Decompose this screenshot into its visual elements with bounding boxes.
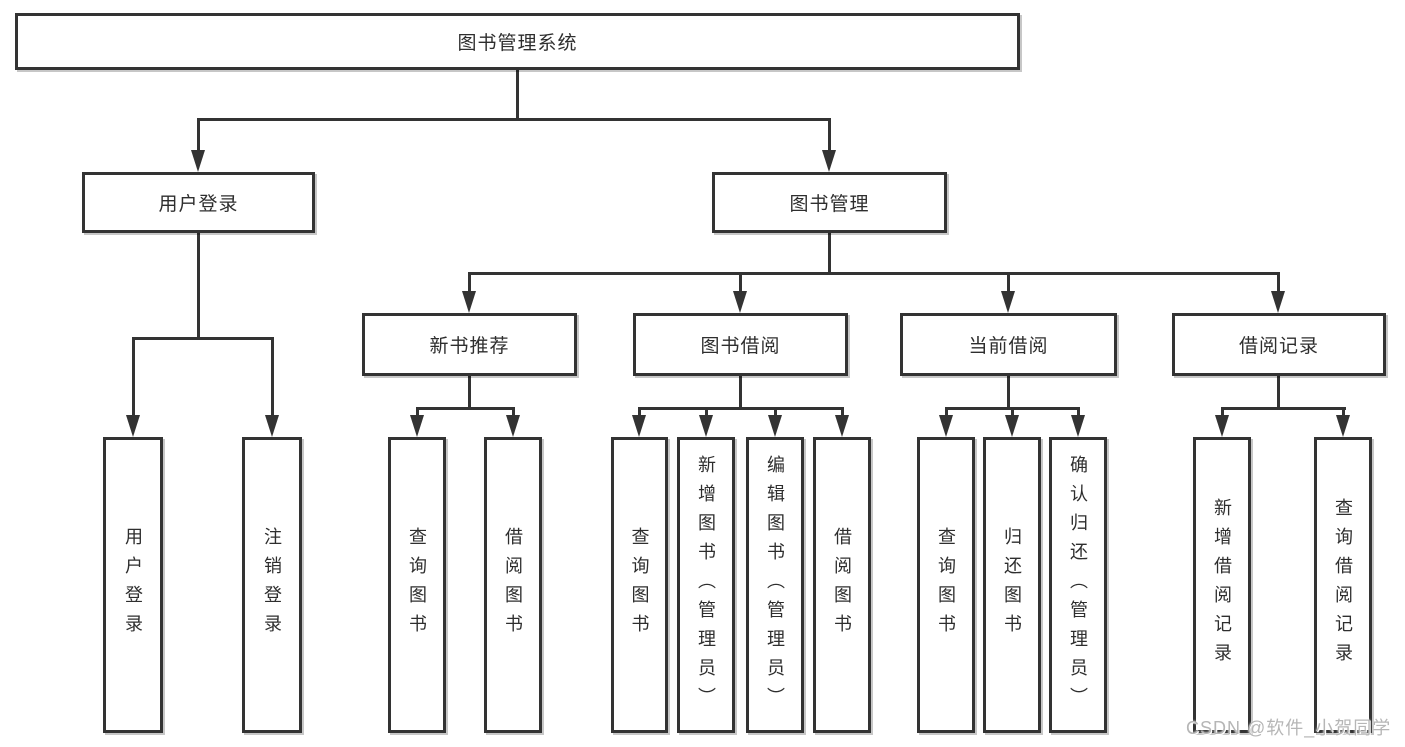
connector-line [1007, 376, 1010, 409]
leaf-borrow-edit-books-admin: 编辑图书（管理员） [746, 437, 804, 733]
connector-line [638, 407, 641, 417]
arrowhead-icon [733, 291, 747, 313]
connector-line [828, 118, 831, 152]
connector-line [1277, 272, 1280, 293]
csdn-watermark: CSDN @软件_小贺同学 [1186, 718, 1392, 738]
connector-line [1342, 407, 1345, 417]
node-book-borrow: 图书借阅 [633, 313, 848, 376]
connector-line [1221, 407, 1346, 410]
node-library-system: 图书管理系统 [15, 13, 1020, 70]
leaf-user-login: 用户登录 [103, 437, 163, 733]
leaf-logout: 注销登录 [242, 437, 302, 733]
node-current-borrow: 当前借阅 [900, 313, 1117, 376]
connector-line [1007, 272, 1010, 293]
arrowhead-icon [699, 415, 713, 437]
connector-line [197, 118, 831, 121]
arrowhead-icon [1005, 415, 1019, 437]
connector-line [638, 407, 844, 410]
connector-line [1221, 407, 1224, 417]
arrowhead-icon [835, 415, 849, 437]
leaf-borrow-borrow-books: 借阅图书 [813, 437, 871, 733]
connector-line [416, 407, 419, 417]
arrowhead-icon [462, 291, 476, 313]
arrowhead-icon [1001, 291, 1015, 313]
connector-line [468, 272, 471, 293]
arrowhead-icon [126, 415, 140, 437]
connector-line [468, 376, 471, 409]
arrowhead-icon [1271, 291, 1285, 313]
leaf-borrow-query-books: 查询图书 [611, 437, 668, 733]
node-borrow-records: 借阅记录 [1172, 313, 1386, 376]
connector-line [197, 233, 200, 339]
node-new-book-recommend: 新书推荐 [362, 313, 577, 376]
arrowhead-icon [506, 415, 520, 437]
connector-line [516, 70, 519, 120]
connector-line [468, 272, 1280, 275]
connector-line [512, 407, 515, 417]
arrowhead-icon [191, 150, 205, 172]
arrowhead-icon [1215, 415, 1229, 437]
connector-line [1077, 407, 1080, 417]
arrowhead-icon [768, 415, 782, 437]
leaf-records-add-record: 新增借阅记录 [1193, 437, 1251, 733]
connector-line [828, 233, 831, 275]
connector-line [197, 118, 200, 152]
leaf-newrec-query-books: 查询图书 [388, 437, 446, 733]
connector-line [1011, 407, 1014, 417]
connector-line [132, 337, 135, 419]
connector-line [774, 407, 777, 417]
arrowhead-icon [822, 150, 836, 172]
connector-line [945, 407, 948, 417]
arrowhead-icon [1336, 415, 1350, 437]
leaf-records-query-record: 查询借阅记录 [1314, 437, 1372, 733]
leaf-current-confirm-return-admin: 确认归还（管理员） [1049, 437, 1107, 733]
arrowhead-icon [410, 415, 424, 437]
connector-line [271, 337, 274, 419]
connector-line [1277, 376, 1280, 409]
leaf-current-return-books: 归还图书 [983, 437, 1041, 733]
connector-line [416, 407, 515, 410]
node-user-login: 用户登录 [82, 172, 315, 233]
connector-line [705, 407, 708, 417]
connector-line [739, 272, 742, 293]
connector-line [132, 337, 274, 340]
arrowhead-icon [939, 415, 953, 437]
arrowhead-icon [1071, 415, 1085, 437]
arrowhead-icon [632, 415, 646, 437]
leaf-current-query-books: 查询图书 [917, 437, 975, 733]
node-book-management: 图书管理 [712, 172, 947, 233]
connector-line [739, 376, 742, 409]
arrowhead-icon [265, 415, 279, 437]
leaf-borrow-add-books-admin: 新增图书（管理员） [677, 437, 735, 733]
connector-line [841, 407, 844, 417]
leaf-newrec-borrow-books: 借阅图书 [484, 437, 542, 733]
